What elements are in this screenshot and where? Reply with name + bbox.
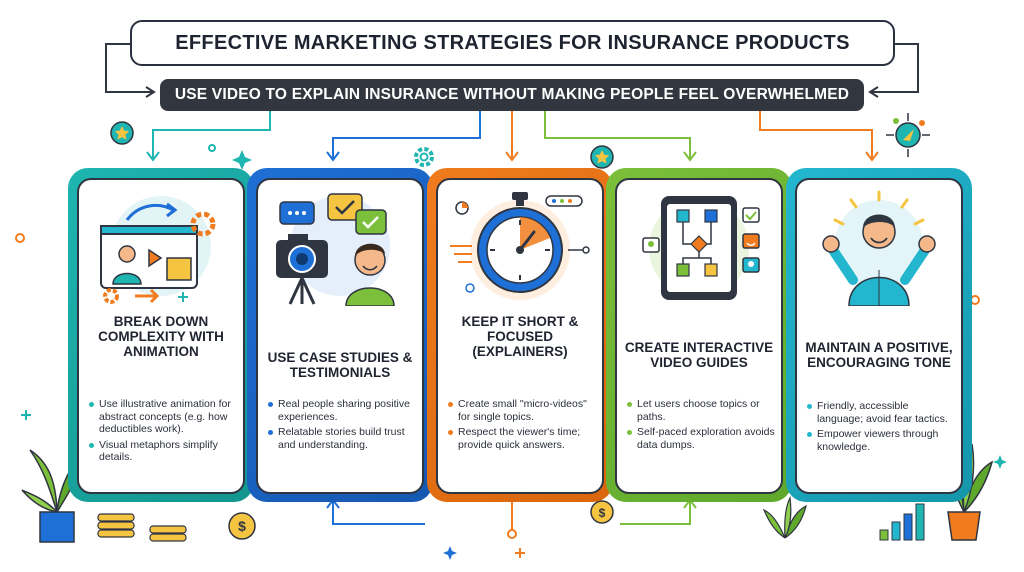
subtitle-bar: USE VIDEO TO EXPLAIN INSURANCE WITHOUT M…	[160, 79, 864, 111]
strategy-card-testimonials: USE CASE STUDIES & TESTIMONIALS Real peo…	[256, 178, 424, 494]
strategy-card-short-focused: KEEP IT SHORT & FOCUSED (EXPLAINERS) Cre…	[436, 178, 604, 494]
bullet-item: Respect the viewer's time; provide quick…	[448, 426, 596, 451]
bullet-list: Friendly, accessible language; avoid fea…	[807, 400, 955, 456]
strategy-card-positive-tone: MAINTAIN A POSITIVE, ENCOURAGING TONE Fr…	[795, 178, 963, 494]
bullet-list: Real people sharing positive experiences…	[268, 398, 416, 454]
coin-stack-icon	[97, 513, 187, 542]
dollar-coin-icon: $	[228, 512, 256, 540]
bullet-item: Use illustrative animation for abstract …	[89, 398, 237, 436]
svg-text:$: $	[238, 518, 246, 534]
bar-chart-icon	[879, 503, 925, 541]
tablet-flowchart-icon	[642, 196, 760, 300]
bullet-list: Create small "micro-videos" for single t…	[448, 398, 596, 454]
bullet-item: Relatable stories build trust and unders…	[268, 426, 416, 451]
card-title: MAINTAIN A POSITIVE, ENCOURAGING TONE	[805, 340, 953, 370]
bullet-item: Let users choose topics or paths.	[627, 398, 775, 423]
bullet-item: Visual metaphors simplify details.	[89, 439, 237, 464]
bullet-item: Real people sharing positive experiences…	[268, 398, 416, 423]
sprout-icon	[762, 495, 807, 539]
bullet-item: Empower viewers through knowledge.	[807, 428, 955, 453]
happy-person-icon	[822, 190, 936, 306]
svg-text:$: $	[599, 506, 606, 520]
bullet-list: Use illustrative animation for abstract …	[89, 398, 237, 467]
page-title: EFFECTIVE MARKETING STRATEGIES FOR INSUR…	[175, 31, 850, 54]
card-title: KEEP IT SHORT & FOCUSED (EXPLAINERS)	[461, 314, 579, 359]
sparkle-icon	[232, 150, 252, 170]
stopwatch-icon	[450, 192, 590, 300]
card-title: CREATE INTERACTIVE VIDEO GUIDES	[624, 340, 774, 370]
bullet-item: Create small "micro-videos" for single t…	[448, 398, 596, 423]
bullet-item: Self-paced exploration avoids data dumps…	[627, 426, 775, 451]
star-badge-icon	[110, 121, 134, 145]
bullet-item: Friendly, accessible language; avoid fea…	[807, 400, 955, 425]
card-title: BREAK DOWN COMPLEXITY WITH ANIMATION	[98, 314, 224, 359]
strategy-card-interactive-guides: CREATE INTERACTIVE VIDEO GUIDES Let user…	[615, 178, 783, 494]
animation-video-icon	[100, 196, 216, 304]
dollar-coin-icon: $	[590, 500, 614, 524]
card-title: USE CASE STUDIES & TESTIMONIALS	[267, 350, 413, 380]
bullet-list: Let users choose topics or paths. Self-p…	[627, 398, 775, 454]
title-box: EFFECTIVE MARKETING STRATEGIES FOR INSUR…	[130, 20, 895, 66]
camera-testimonial-icon	[276, 193, 395, 306]
strategy-card-animation: BREAK DOWN COMPLEXITY WITH ANIMATION Use…	[77, 178, 245, 494]
star-badge-icon	[590, 145, 614, 169]
gear-icon	[414, 147, 434, 167]
target-compass-icon	[886, 113, 930, 157]
page-subtitle: USE VIDEO TO EXPLAIN INSURANCE WITHOUT M…	[174, 86, 850, 103]
